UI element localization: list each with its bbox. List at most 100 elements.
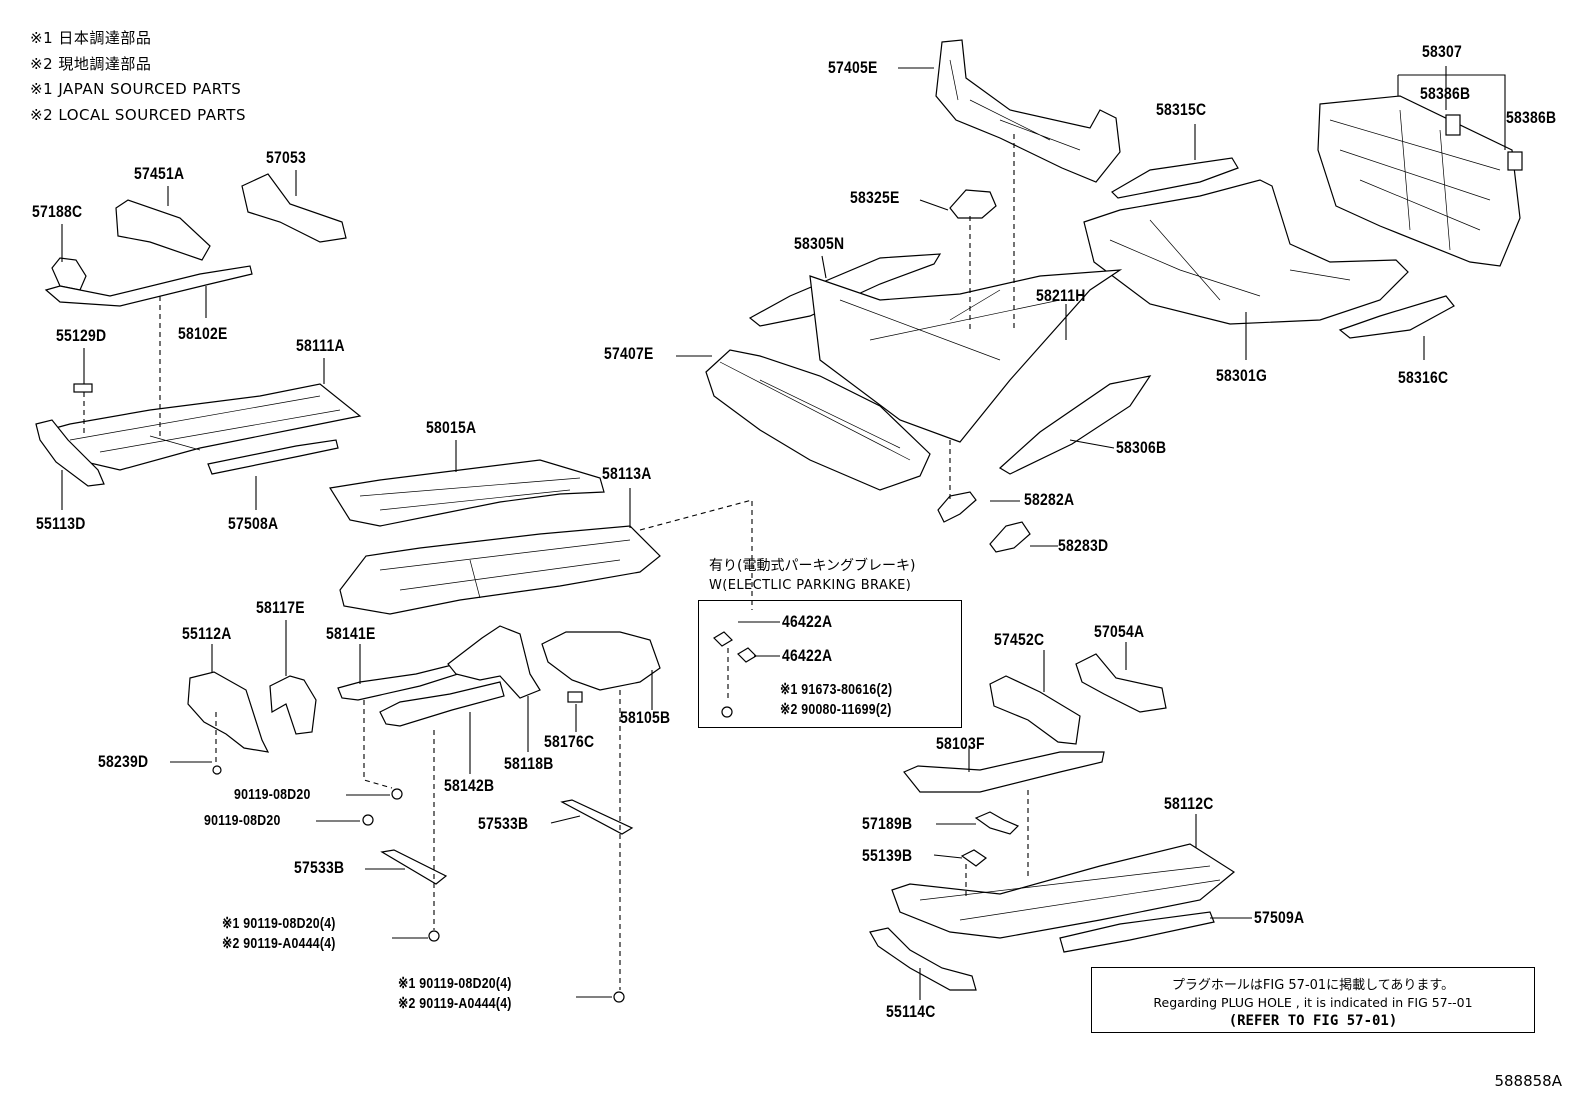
part-58386B-b-shape	[1507, 151, 1523, 171]
part-58239D-shape	[212, 765, 222, 775]
label-55114C[interactable]: 55114C	[886, 1002, 936, 1021]
label-bolt-4-line-1[interactable]: ※1 90119-08D20(4)	[398, 975, 512, 992]
label-58315C[interactable]: 58315C	[1156, 100, 1207, 119]
label-58386B-a[interactable]: 58386B	[1420, 84, 1471, 103]
label-57405E[interactable]: 57405E	[828, 58, 878, 77]
label-bolt-4-line-2[interactable]: ※2 90119-A0444(4)	[398, 995, 512, 1012]
part-55113D-shape	[35, 419, 105, 487]
part-55129D-shape	[73, 383, 93, 393]
label-57054A[interactable]: 57054A	[1094, 622, 1145, 641]
part-55114C-shape	[869, 927, 977, 991]
electric-parking-subtitle: W(ELECTLIC PARKING BRAKE)	[709, 578, 912, 593]
part-55112A-shape	[187, 671, 270, 753]
legend-line-1: ※1 日本調達部品	[30, 29, 152, 47]
label-58386B-b[interactable]: 58386B	[1506, 108, 1557, 127]
part-57509A-shape	[1059, 911, 1215, 953]
part-57189B-shape	[974, 811, 1020, 835]
label-58102E[interactable]: 58102E	[178, 324, 228, 343]
label-58283D[interactable]: 58283D	[1058, 536, 1109, 555]
label-57533B-b[interactable]: 57533B	[294, 858, 345, 877]
label-ep-bolt-line-2[interactable]: ※2 90080-11699(2)	[780, 701, 892, 718]
part-58315C-shape	[1111, 157, 1239, 199]
label-58103F[interactable]: 58103F	[936, 734, 985, 753]
label-55129D[interactable]: 55129D	[56, 326, 107, 345]
part-57533B-b-shape	[380, 849, 448, 885]
label-58282A[interactable]: 58282A	[1024, 490, 1075, 509]
part-58015A-shape	[329, 459, 605, 527]
part-57451A-shape	[115, 199, 211, 261]
label-bolt-3-line-2[interactable]: ※2 90119-A0444(4)	[222, 935, 336, 952]
part-58103F-shape	[903, 751, 1105, 793]
label-58307[interactable]: 58307	[1422, 42, 1463, 61]
label-57407E[interactable]: 57407E	[604, 344, 654, 363]
part-58386B-a-shape	[1445, 114, 1461, 136]
label-58118B[interactable]: 58118B	[504, 754, 554, 773]
part-57407E-shape	[705, 349, 931, 491]
part-58211H-shape	[809, 269, 1123, 443]
part-46422A-a-shape	[713, 631, 733, 647]
label-57189B[interactable]: 57189B	[862, 814, 913, 833]
legend-line-3: ※1 JAPAN SOURCED PARTS	[30, 80, 242, 98]
label-58305N[interactable]: 58305N	[794, 234, 845, 253]
label-57533B-a[interactable]: 57533B	[478, 814, 529, 833]
label-ep-bolt-line-1[interactable]: ※1 91673-80616(2)	[780, 681, 893, 698]
label-58239D[interactable]: 58239D	[98, 752, 149, 771]
part-57054A-shape	[1075, 653, 1167, 713]
label-55113D[interactable]: 55113D	[36, 514, 86, 533]
bolt-shapes	[362, 706, 733, 1003]
label-55112A[interactable]: 55112A	[182, 624, 232, 643]
part-58112C-shape	[891, 843, 1236, 939]
label-57508A[interactable]: 57508A	[228, 514, 279, 533]
label-58301G[interactable]: 58301G	[1216, 366, 1268, 385]
part-57053-shape	[241, 173, 347, 243]
label-57053[interactable]: 57053	[266, 148, 307, 167]
part-58111A-shape	[47, 383, 362, 471]
part-58283D-shape	[989, 521, 1031, 553]
label-58113A[interactable]: 58113A	[602, 464, 652, 483]
label-58211H[interactable]: 58211H	[1036, 286, 1086, 305]
part-58118B-shape	[447, 625, 541, 699]
part-58102E-shape	[44, 265, 253, 307]
label-57188C[interactable]: 57188C	[32, 202, 83, 221]
label-bolt-3-line-1[interactable]: ※1 90119-08D20(4)	[222, 915, 336, 932]
label-46422A-b[interactable]: 46422A	[782, 646, 833, 665]
part-58306B-shape	[998, 375, 1152, 475]
legend-line-2: ※2 現地調達部品	[30, 54, 152, 73]
part-57452C-shape	[989, 675, 1081, 745]
part-58307-shape	[1317, 95, 1521, 267]
dashed-guides	[83, 134, 1029, 990]
label-58111A[interactable]: 58111A	[296, 336, 345, 355]
legend-line-4: ※2 LOCAL SOURCED PARTS	[30, 105, 246, 124]
note-reference-link[interactable]: (REFER TO FIG 57-01)	[1228, 1013, 1398, 1029]
plug-hole-note: プラグホールはFIG 57-01に掲載してあります。 Regarding PLU…	[1091, 967, 1535, 1033]
label-58105B[interactable]: 58105B	[620, 708, 671, 727]
illustration-code: 588858A	[1494, 1072, 1562, 1090]
part-57188C-shape	[51, 257, 87, 291]
label-57451A[interactable]: 57451A	[134, 164, 185, 183]
label-bolt-2[interactable]: 90119-08D20	[204, 812, 281, 829]
leader-lines	[61, 66, 1506, 1000]
label-58325E[interactable]: 58325E	[850, 188, 900, 207]
label-46422A-a[interactable]: 46422A	[782, 612, 833, 631]
label-58176C[interactable]: 58176C	[544, 732, 595, 751]
label-57452C[interactable]: 57452C	[994, 630, 1045, 649]
part-55139B-shape	[960, 849, 988, 867]
label-58141E[interactable]: 58141E	[326, 624, 376, 643]
label-55139B[interactable]: 55139B	[862, 846, 913, 865]
label-58306B[interactable]: 58306B	[1116, 438, 1167, 457]
part-57405E-shape	[935, 39, 1121, 183]
label-58015A[interactable]: 58015A	[426, 418, 477, 437]
sourcing-legend: ※1 日本調達部品 ※2 現地調達部品 ※1 JAPAN SOURCED PAR…	[30, 26, 246, 128]
part-58301G-shape	[1083, 179, 1409, 325]
part-58325E-shape	[949, 189, 997, 219]
label-58117E[interactable]: 58117E	[256, 598, 305, 617]
part-58282A-shape	[937, 491, 977, 523]
label-58316C[interactable]: 58316C	[1398, 368, 1449, 387]
part-58117E-shape	[269, 675, 317, 735]
label-bolt-1[interactable]: 90119-08D20	[234, 786, 311, 803]
label-57509A[interactable]: 57509A	[1254, 908, 1305, 927]
label-58112C[interactable]: 58112C	[1164, 794, 1214, 813]
part-58105B-shape	[541, 631, 661, 691]
label-58142B[interactable]: 58142B	[444, 776, 495, 795]
